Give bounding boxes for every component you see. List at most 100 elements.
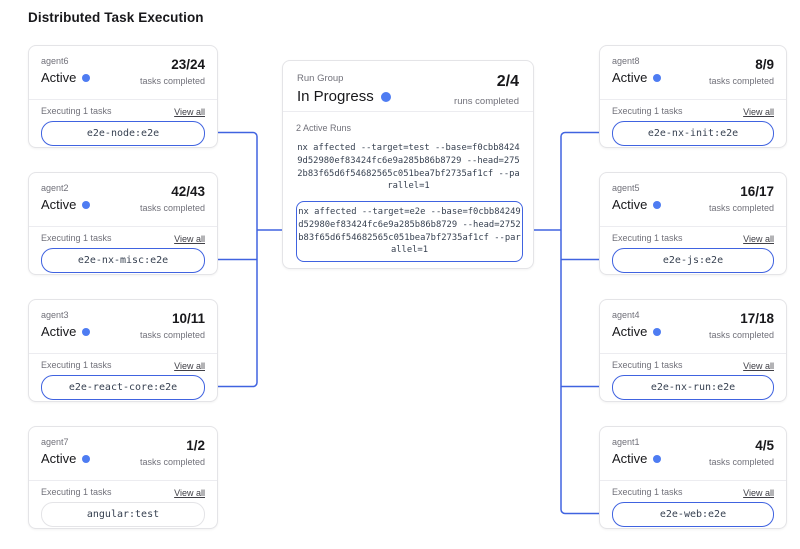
- status-dot-icon: [82, 455, 91, 463]
- agent-card-header-left: agent4 Active: [612, 310, 662, 340]
- executing-row: Executing 1 tasks View all: [41, 360, 205, 371]
- agent-status: Active: [41, 324, 91, 340]
- tasks-count-label: tasks completed: [139, 76, 205, 86]
- status-dot-icon: [380, 91, 391, 102]
- status-dot-icon: [82, 328, 91, 336]
- view-all-link[interactable]: View all: [174, 233, 205, 244]
- agent-name: agent1: [612, 437, 640, 447]
- agent-card-header: agent2 Active 42/43 tasks completed: [29, 173, 217, 227]
- agent-name: agent5: [612, 183, 640, 193]
- task-pill[interactable]: e2e-nx-init:e2e: [612, 121, 774, 146]
- tasks-count-label: tasks completed: [139, 330, 205, 340]
- tasks-count: 42/43: [171, 184, 205, 199]
- agent-card-header-right: 23/24 tasks completed: [140, 56, 205, 87]
- executing-label: Executing 1 tasks: [41, 106, 112, 116]
- page-title: Distributed Task Execution: [28, 10, 204, 25]
- tasks-count: 1/2: [186, 438, 205, 453]
- executing-label: Executing 1 tasks: [41, 233, 112, 243]
- agent-card-header-left: agent7 Active: [41, 437, 91, 467]
- agent-name: agent3: [41, 310, 69, 320]
- agent-status-text: Active: [41, 70, 77, 85]
- agent-status-text: Active: [612, 70, 648, 85]
- agent-name: agent2: [41, 183, 69, 193]
- agent-card-header-right: 4/5 tasks completed: [709, 437, 774, 468]
- executing-label: Executing 1 tasks: [41, 487, 112, 497]
- executing-row: Executing 1 tasks View all: [612, 360, 774, 371]
- agent-card-header: agent7 Active 1/2 tasks completed: [29, 427, 217, 481]
- task-pill[interactable]: e2e-nx-misc:e2e: [41, 248, 205, 273]
- agent-card-header: agent4 Active 17/18 tasks completed: [600, 300, 786, 354]
- tasks-count: 10/11: [171, 311, 205, 326]
- agent-status-text: Active: [612, 451, 648, 466]
- agent-card: agent1 Active 4/5 tasks completed Execut…: [599, 426, 787, 529]
- agent-card-header: agent8 Active 8/9 tasks completed: [600, 46, 786, 100]
- agent-card-header-right: 10/11 tasks completed: [140, 310, 205, 341]
- agent-card-header: agent1 Active 4/5 tasks completed: [600, 427, 786, 481]
- agent-card-header: agent3 Active 10/11 tasks completed: [29, 300, 217, 354]
- run-group-header: Run Group In Progress 2/4 runs completed: [283, 61, 533, 112]
- tasks-count: 17/18: [740, 311, 774, 326]
- agent-card-header-left: agent5 Active: [612, 183, 662, 213]
- executing-row: Executing 1 tasks View all: [612, 233, 774, 244]
- task-pill[interactable]: angular:test: [41, 502, 205, 527]
- agent-status-text: Active: [612, 197, 648, 212]
- agent-name: agent6: [41, 56, 69, 66]
- executing-row: Executing 1 tasks View all: [612, 106, 774, 117]
- run-group-status: In Progress: [297, 88, 391, 105]
- tasks-count: 23/24: [171, 57, 205, 72]
- agent-card: agent7 Active 1/2 tasks completed Execut…: [28, 426, 218, 529]
- view-all-link[interactable]: View all: [743, 487, 774, 498]
- agent-status: Active: [41, 197, 91, 213]
- view-all-link[interactable]: View all: [174, 106, 205, 117]
- status-dot-icon: [82, 74, 91, 82]
- agent-status-text: Active: [41, 197, 77, 212]
- agent-status-text: Active: [41, 324, 77, 339]
- agent-status: Active: [612, 451, 662, 467]
- view-all-link[interactable]: View all: [743, 360, 774, 371]
- status-dot-icon: [653, 74, 662, 82]
- run-command-active[interactable]: nx affected --target=e2e --base=f0cbb842…: [296, 201, 523, 262]
- task-pill[interactable]: e2e-nx-run:e2e: [612, 375, 774, 400]
- tasks-count-label: tasks completed: [708, 76, 774, 86]
- agent-card: agent5 Active 16/17 tasks completed Exec…: [599, 172, 787, 275]
- status-dot-icon: [653, 328, 662, 336]
- agent-card: agent6 Active 23/24 tasks completed Exec…: [28, 45, 218, 148]
- run-group-card: Run Group In Progress 2/4 runs completed…: [282, 60, 534, 269]
- task-pill[interactable]: e2e-react-core:e2e: [41, 375, 205, 400]
- view-all-link[interactable]: View all: [743, 106, 774, 117]
- agent-name: agent8: [612, 56, 640, 66]
- agent-card-header-right: 42/43 tasks completed: [140, 183, 205, 214]
- agent-card: agent4 Active 17/18 tasks completed Exec…: [599, 299, 787, 402]
- executing-label: Executing 1 tasks: [612, 106, 683, 116]
- agent-card-footer: Executing 1 tasks View all angular:test: [29, 481, 217, 527]
- agent-card-footer: Executing 1 tasks View all e2e-node:e2e: [29, 100, 217, 146]
- executing-label: Executing 1 tasks: [612, 360, 683, 370]
- agent-status-text: Active: [612, 324, 648, 339]
- agent-card: agent3 Active 10/11 tasks completed Exec…: [28, 299, 218, 402]
- agent-card: agent8 Active 8/9 tasks completed Execut…: [599, 45, 787, 148]
- view-all-link[interactable]: View all: [743, 233, 774, 244]
- executing-row: Executing 1 tasks View all: [41, 106, 205, 117]
- task-pill[interactable]: e2e-js:e2e: [612, 248, 774, 273]
- task-pill[interactable]: e2e-web:e2e: [612, 502, 774, 527]
- agent-card-header-left: agent6 Active: [41, 56, 91, 86]
- run-group-body: 2 Active Runs nx affected --target=test …: [283, 112, 533, 262]
- agent-name: agent4: [612, 310, 640, 320]
- executing-row: Executing 1 tasks View all: [612, 487, 774, 498]
- status-dot-icon: [653, 455, 662, 463]
- agent-card-header: agent5 Active 16/17 tasks completed: [600, 173, 786, 227]
- agent-card-header-left: agent8 Active: [612, 56, 662, 86]
- status-dot-icon: [653, 201, 662, 209]
- agent-card-footer: Executing 1 tasks View all e2e-nx-init:e…: [600, 100, 786, 146]
- agent-status: Active: [612, 70, 662, 86]
- agent-card-header-left: agent2 Active: [41, 183, 91, 213]
- view-all-link[interactable]: View all: [174, 487, 205, 498]
- agent-card-header-right: 17/18 tasks completed: [709, 310, 774, 341]
- run-command: nx affected --target=test --base=f0cbb84…: [297, 143, 520, 192]
- active-runs-label: 2 Active Runs: [296, 123, 352, 133]
- executing-row: Executing 1 tasks View all: [41, 487, 205, 498]
- agent-status-text: Active: [41, 451, 77, 466]
- task-pill[interactable]: e2e-node:e2e: [41, 121, 205, 146]
- view-all-link[interactable]: View all: [174, 360, 205, 371]
- agent-card-header: agent6 Active 23/24 tasks completed: [29, 46, 217, 100]
